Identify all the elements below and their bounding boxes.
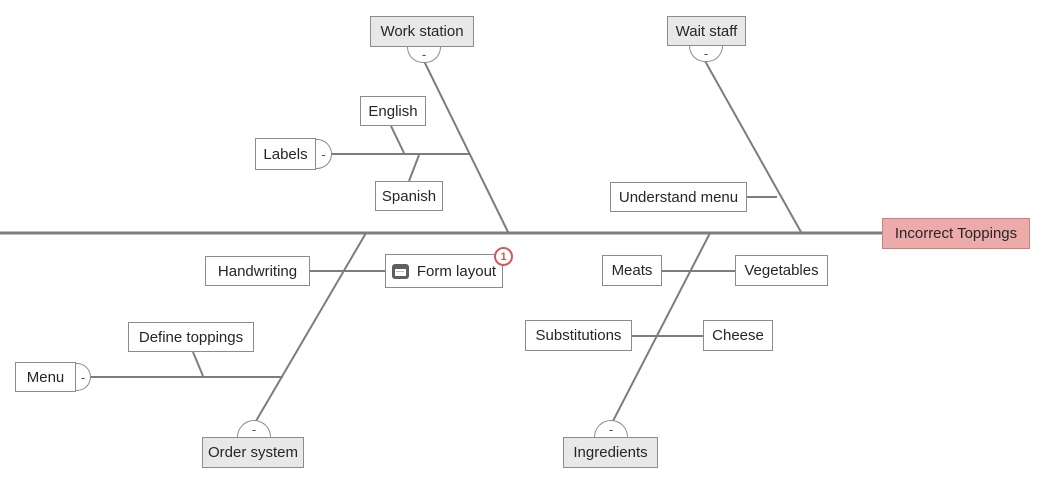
subcause-box-handwriting[interactable]: Handwriting (205, 256, 310, 286)
cause-box-wait-staff[interactable]: Wait staff (667, 16, 746, 46)
spanish-connector-line[interactable] (408, 154, 420, 182)
subcause-box-understand-menu[interactable]: Understand menu (610, 182, 747, 212)
note-icon (391, 263, 409, 279)
minus-icon: - (80, 369, 86, 385)
ingredients-branch-line[interactable] (612, 232, 711, 422)
effect-box-incorrect-toppings[interactable]: Incorrect Toppings (882, 218, 1030, 249)
subcause-box-substitutions[interactable]: Substitutions (525, 320, 632, 351)
note-count-badge[interactable]: 1 (494, 247, 513, 266)
wait-staff-branch-line[interactable] (704, 60, 802, 233)
subcause-box-cheese[interactable]: Cheese (703, 320, 773, 351)
subcause-box-form-layout[interactable]: Form layout (385, 254, 503, 288)
subcause-box-define-toppings[interactable]: Define toppings (128, 322, 254, 352)
minus-icon: - (251, 421, 257, 437)
subcause-box-spanish[interactable]: Spanish (375, 181, 443, 211)
subcause-box-labels[interactable]: Labels (255, 138, 316, 170)
work-station-branch-line[interactable] (423, 60, 509, 233)
minus-icon: - (321, 146, 326, 162)
subcause-box-vegetables[interactable]: Vegetables (735, 255, 828, 286)
order-system-branch-line[interactable] (255, 232, 367, 422)
subcause-label: Form layout (416, 262, 497, 280)
define-toppings-connector-line[interactable] (192, 351, 204, 377)
subcause-box-menu[interactable]: Menu (15, 362, 76, 392)
subcause-box-english[interactable]: English (360, 96, 426, 126)
minus-icon: - (703, 46, 709, 61)
cause-box-order-system[interactable]: Order system (202, 437, 304, 468)
cause-box-work-station[interactable]: Work station (370, 16, 474, 47)
minus-icon: - (608, 421, 614, 437)
minus-icon: - (421, 47, 427, 62)
cause-box-ingredients[interactable]: Ingredients (563, 437, 658, 468)
english-connector-line[interactable] (390, 125, 405, 154)
subcause-box-meats[interactable]: Meats (602, 255, 662, 286)
